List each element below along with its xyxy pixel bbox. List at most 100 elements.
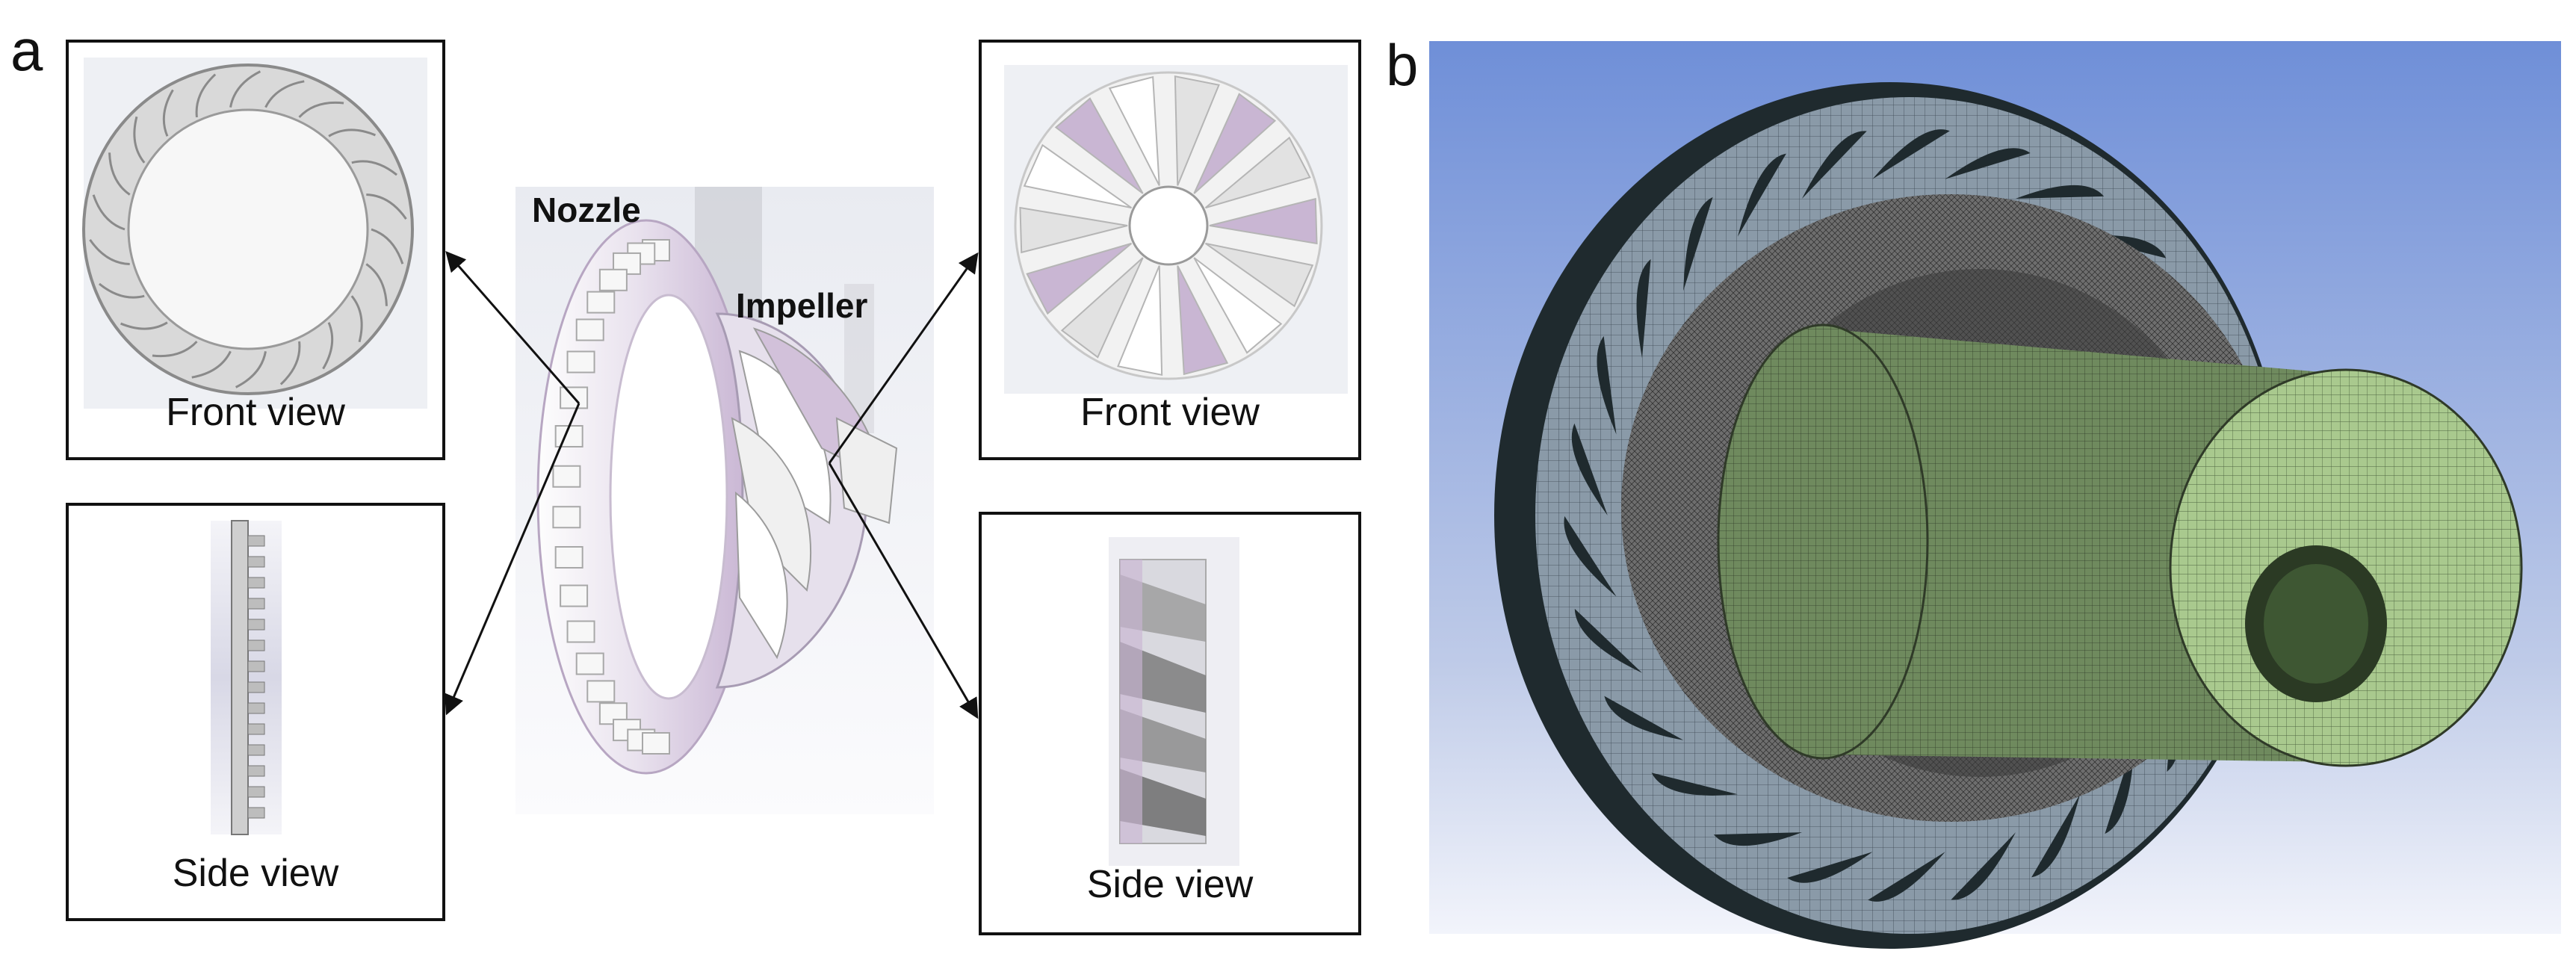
nozzle-ring-tooth: [566, 350, 595, 374]
impeller-blade: [1054, 97, 1144, 194]
nozzle-vane: [365, 263, 388, 306]
impeller-side-view-caption: Side view: [1086, 863, 1254, 906]
mesh-nozzle-blade: [1713, 832, 1803, 846]
nozzle-side-tooth: [247, 577, 265, 589]
nozzle-ring-tooth: [554, 424, 583, 447]
nozzle-front-view-caption: Front view: [166, 391, 345, 434]
nozzle-side-tooth: [247, 639, 265, 651]
nozzle-ring-tooth: [586, 291, 616, 314]
nozzle-ring-tooth: [575, 652, 604, 675]
mesh-nozzle-blade: [2031, 794, 2081, 878]
impeller-blade: [1019, 206, 1128, 254]
impeller-front-view-caption: Front view: [1080, 391, 1260, 434]
impeller-blade: [1117, 265, 1163, 377]
nozzle-side-view-caption: Side view: [172, 852, 339, 895]
nozzle-side-tooth: [247, 765, 265, 777]
nozzle-ring-tooth: [552, 465, 581, 488]
impeller-front-view-box: Front view: [979, 40, 1361, 460]
impeller-side-view-box: Side view: [979, 512, 1361, 935]
nozzle-side-tooth: [247, 660, 265, 672]
nozzle-vane: [351, 160, 398, 176]
impeller-3d: [715, 312, 898, 689]
panel-a-letter: a: [10, 17, 43, 83]
nozzle-side-view-drawing: [211, 520, 282, 835]
mesh-nozzle-blade: [2015, 185, 2105, 199]
nozzle-vane: [92, 194, 126, 231]
panel-b-letter: b: [1386, 32, 1419, 98]
nozzle-side-tooth: [247, 556, 265, 568]
nozzle-vane: [162, 89, 174, 137]
impeller-label: Impeller: [736, 286, 868, 325]
arrow-to-nozzle-side: [445, 403, 580, 716]
impeller-blade: [1023, 143, 1133, 209]
impeller-blade: [1193, 257, 1283, 354]
nozzle-ring-tooth: [554, 546, 583, 569]
nozzle-side-tooth: [247, 723, 265, 735]
nozzle-side-tooth: [247, 807, 265, 819]
nozzle-ring-tooth: [552, 506, 581, 529]
impeller-blade: [1177, 265, 1229, 376]
mesh-nozzle-blade: [1571, 423, 1608, 515]
nozzle-side-tooth: [247, 619, 265, 631]
nozzle-label: Nozzle: [532, 191, 641, 229]
nozzle-side-tooth: [247, 744, 265, 756]
arrow-to-nozzle-front: [445, 250, 580, 404]
impeller-side-view-drawing: [1109, 537, 1239, 866]
nozzle-side-tooth: [247, 598, 265, 610]
impeller-blade: [1193, 93, 1277, 194]
mesh-nozzle-blade: [1787, 852, 1873, 883]
nozzle-vane: [322, 322, 334, 370]
mesh-nozzle-blade: [1597, 335, 1617, 435]
nozzle-vane: [264, 80, 305, 108]
nozzle-vane: [98, 282, 145, 299]
nozzle-side-tooth: [247, 681, 265, 693]
nozzle-vane: [133, 116, 146, 164]
impeller-blade: [1026, 242, 1133, 315]
nozzle-vane: [229, 70, 261, 108]
nozzle-vane: [298, 101, 344, 118]
nozzle-side-tooth: [247, 786, 265, 798]
mesh-nozzle-blade: [1945, 148, 2031, 179]
mesh-nozzle-blade: [1802, 131, 1867, 199]
nozzle-side-tooth: [247, 535, 265, 547]
nozzle-vane: [235, 351, 267, 388]
nozzle-vane: [366, 193, 407, 220]
mesh-nozzle-blade: [1651, 772, 1738, 796]
arrow-to-impeller-front: [828, 252, 979, 464]
mesh-nozzle-blade: [1868, 852, 1945, 902]
arrow-to-impeller-side: [828, 462, 979, 719]
mesh-nozzle-blade: [1951, 832, 2016, 900]
mesh-nozzle-blade: [1574, 608, 1642, 673]
nozzle-vane: [279, 341, 301, 385]
impeller-blade: [1060, 257, 1144, 359]
nozzle-ring-tooth: [575, 318, 604, 341]
impeller-blade: [1108, 75, 1160, 186]
nozzle-vane: [350, 295, 363, 343]
mesh-nozzle-blade: [1564, 515, 1617, 597]
nozzle-ring-tooth: [560, 584, 589, 607]
nozzle-vane: [152, 341, 198, 358]
nozzle-vane: [89, 239, 130, 265]
impeller-blade: [1209, 197, 1318, 245]
impeller-blade: [1204, 242, 1314, 308]
mesh-outlet-cylinder: [1717, 323, 2523, 767]
impeller-blade: [1174, 75, 1220, 186]
nozzle-ring-tooth: [566, 620, 595, 643]
mesh-nozzle-blade: [1737, 153, 1786, 237]
mesh-nozzle-blade: [1872, 129, 1950, 179]
impeller-blade: [1204, 136, 1311, 209]
nozzle-ring-tooth: [642, 732, 670, 755]
nozzle-front-view-drawing: [82, 58, 427, 409]
impeller-front-view-drawing: [1004, 65, 1348, 394]
nozzle-vane: [195, 73, 217, 118]
nozzle-vane: [371, 228, 404, 264]
nozzle-side-view-box: Side view: [66, 503, 445, 921]
mesh-nozzle-blade: [1636, 258, 1651, 359]
mesh-nozzle-blade: [1604, 696, 1684, 740]
nozzle-ring-tooth: [598, 268, 628, 291]
nozzle-front-view-box: Front view: [66, 40, 445, 460]
nozzle-vane: [120, 321, 168, 330]
nozzle-vane: [191, 350, 232, 379]
